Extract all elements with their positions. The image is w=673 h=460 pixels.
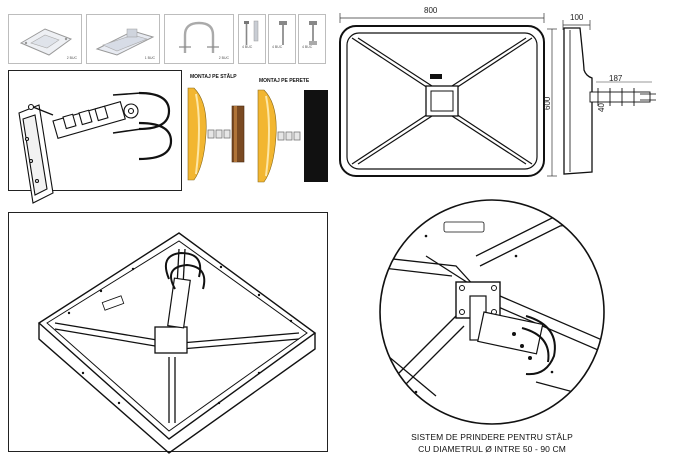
long-screw-drawing — [244, 20, 259, 45]
perspective-mirror-drawing — [37, 232, 317, 454]
bolt-drawing — [279, 21, 287, 45]
accessory-qty: 2 BUC — [66, 56, 77, 60]
accessory-qty: 1 BUC — [144, 56, 155, 60]
caption-line-1: SISTEM DE PRINDERE PENTRU STÂLP — [411, 432, 573, 442]
accessory-qty: 2 BUC — [218, 56, 229, 60]
wall-mount-drawing — [257, 89, 328, 183]
accessory-box-screw-long: 4 BUC — [238, 14, 266, 64]
bracket-assembly-panel — [8, 70, 182, 204]
wall-mount-label: MONTAJ PE PERETE — [259, 78, 310, 84]
depth-dimension: 100 — [570, 13, 584, 22]
pole-mount-label: MONTAJ PE STÂLP — [190, 74, 237, 80]
accessory-qty: 4 BUC — [272, 45, 283, 49]
side-view-profile — [563, 27, 656, 175]
front-view-mirror — [339, 25, 545, 177]
accessory-qty: 4 BUC — [302, 45, 313, 49]
width-dimension: 800 — [424, 6, 438, 15]
detail-circle-drawing — [379, 199, 605, 425]
accessory-box-nut-bolt: 4 BUC — [298, 14, 326, 64]
accessory-box-clamp-plate: 1 BUC — [86, 14, 160, 64]
arm-offset-dimension: 40 — [597, 103, 606, 112]
arm-length-dimension: 187 — [609, 74, 623, 83]
front-view-dimension-line — [339, 13, 545, 23]
depth-dimension-line — [562, 20, 591, 30]
height-dimension: 600 — [543, 96, 552, 110]
u-bolt-drawing — [179, 21, 219, 53]
perspective-view-panel — [8, 212, 328, 454]
accessory-box-mirror-bracket: 2 BUC — [8, 14, 82, 64]
pole-mount-drawing — [187, 87, 245, 181]
clamp-plate-drawing — [95, 28, 155, 56]
caption-line-2: CU DIAMETRUL Ø INTRE 50 - 90 CM — [418, 444, 566, 454]
accessory-box-u-bolt: 2 BUC — [164, 14, 234, 64]
accessory-qty: 4 BUC — [242, 45, 253, 49]
accessory-box-bolt: 4 BUC — [268, 14, 296, 64]
bracket-assembly-drawing — [18, 91, 173, 204]
height-dimension-line — [547, 28, 557, 177]
nut-bolt-drawing — [309, 21, 317, 45]
mirror-bracket-drawing — [19, 28, 73, 56]
